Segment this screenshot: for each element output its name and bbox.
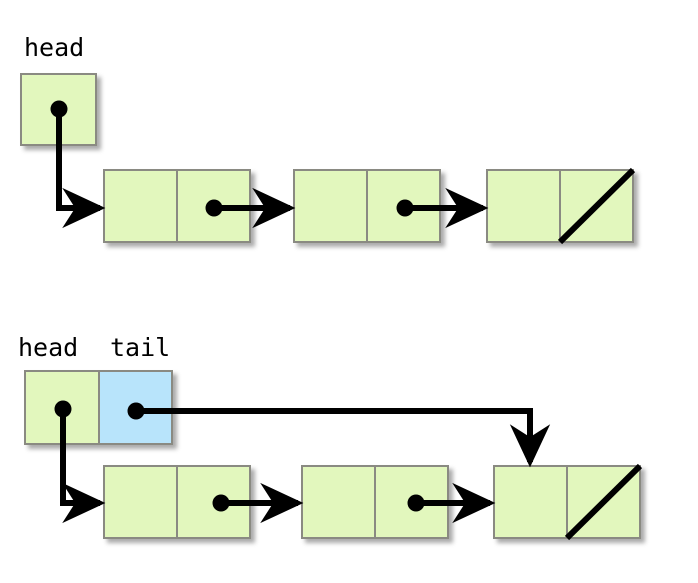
- top-node-1-data[interactable]: [103, 169, 178, 243]
- top-node-3[interactable]: [486, 167, 636, 245]
- bottom-node-3[interactable]: [493, 463, 643, 541]
- arrow-head-to-node1-bottom: [54, 400, 106, 524]
- label-head-top: head: [24, 33, 84, 62]
- label-head-bottom: head: [18, 333, 78, 362]
- arrow-node1-to-node2-bottom: [212, 482, 304, 524]
- arrow-path: [136, 408, 551, 468]
- arrow-path: [60, 409, 106, 524]
- arrow-tail-to-node3-bottom: [127, 402, 551, 468]
- arrow-node1-to-node2-top: [205, 187, 296, 229]
- head-tail-pointer-box[interactable]: [24, 370, 173, 445]
- top-node-3-data[interactable]: [486, 169, 561, 243]
- diagram-singly-linked-list-head-only: head: [20, 33, 636, 245]
- bottom-node-3-data[interactable]: [493, 465, 568, 539]
- diagram-singly-linked-list-head-and-tail: head tail: [18, 333, 643, 541]
- arrow-head-to-node1-top: [50, 100, 106, 229]
- bottom-node-1-data[interactable]: [103, 465, 178, 539]
- bottom-node-2-data[interactable]: [301, 465, 376, 539]
- arrow-path: [56, 109, 106, 229]
- null-slash-icon: [557, 167, 636, 245]
- top-node-2-data[interactable]: [293, 169, 368, 243]
- null-slash-icon: [564, 463, 643, 541]
- arrow-node2-to-node3-top: [396, 187, 489, 229]
- arrow-node2-to-node3-bottom: [407, 482, 496, 524]
- label-tail-bottom: tail: [110, 333, 170, 362]
